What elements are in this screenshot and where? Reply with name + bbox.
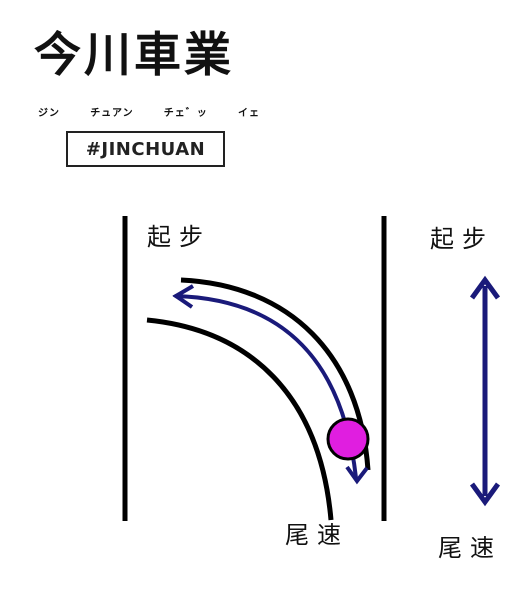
- label-end-right: 尾速: [438, 534, 502, 562]
- label-start: 起步: [147, 223, 211, 251]
- logo-kana-3: チェ゛ッ: [163, 108, 208, 119]
- logo-title: 今川車業: [34, 28, 234, 83]
- label-end: 尾速: [285, 521, 349, 549]
- label-start-right: 起步: [430, 225, 494, 253]
- hashtag-badge: #JINCHUAN: [66, 131, 225, 167]
- curved-arrow-head-top: [172, 284, 195, 309]
- ball: [326, 417, 370, 461]
- inner-curve: [146, 317, 334, 521]
- vertical-arrow-head-bottom: [469, 482, 501, 507]
- curved-arrow-head-bottom: [345, 465, 369, 485]
- hashtag-text: #JINCHUAN: [85, 138, 206, 160]
- logo-kana-1: ジン: [38, 108, 60, 119]
- curved-arrow: [176, 296, 358, 479]
- logo-kana: ジン チュアン チェ゛ッ イェ: [38, 104, 260, 119]
- logo-kana-2: チュアン: [90, 108, 134, 119]
- logo-kana-4: イェ: [237, 108, 260, 119]
- vertical-arrow-head-top: [469, 275, 501, 300]
